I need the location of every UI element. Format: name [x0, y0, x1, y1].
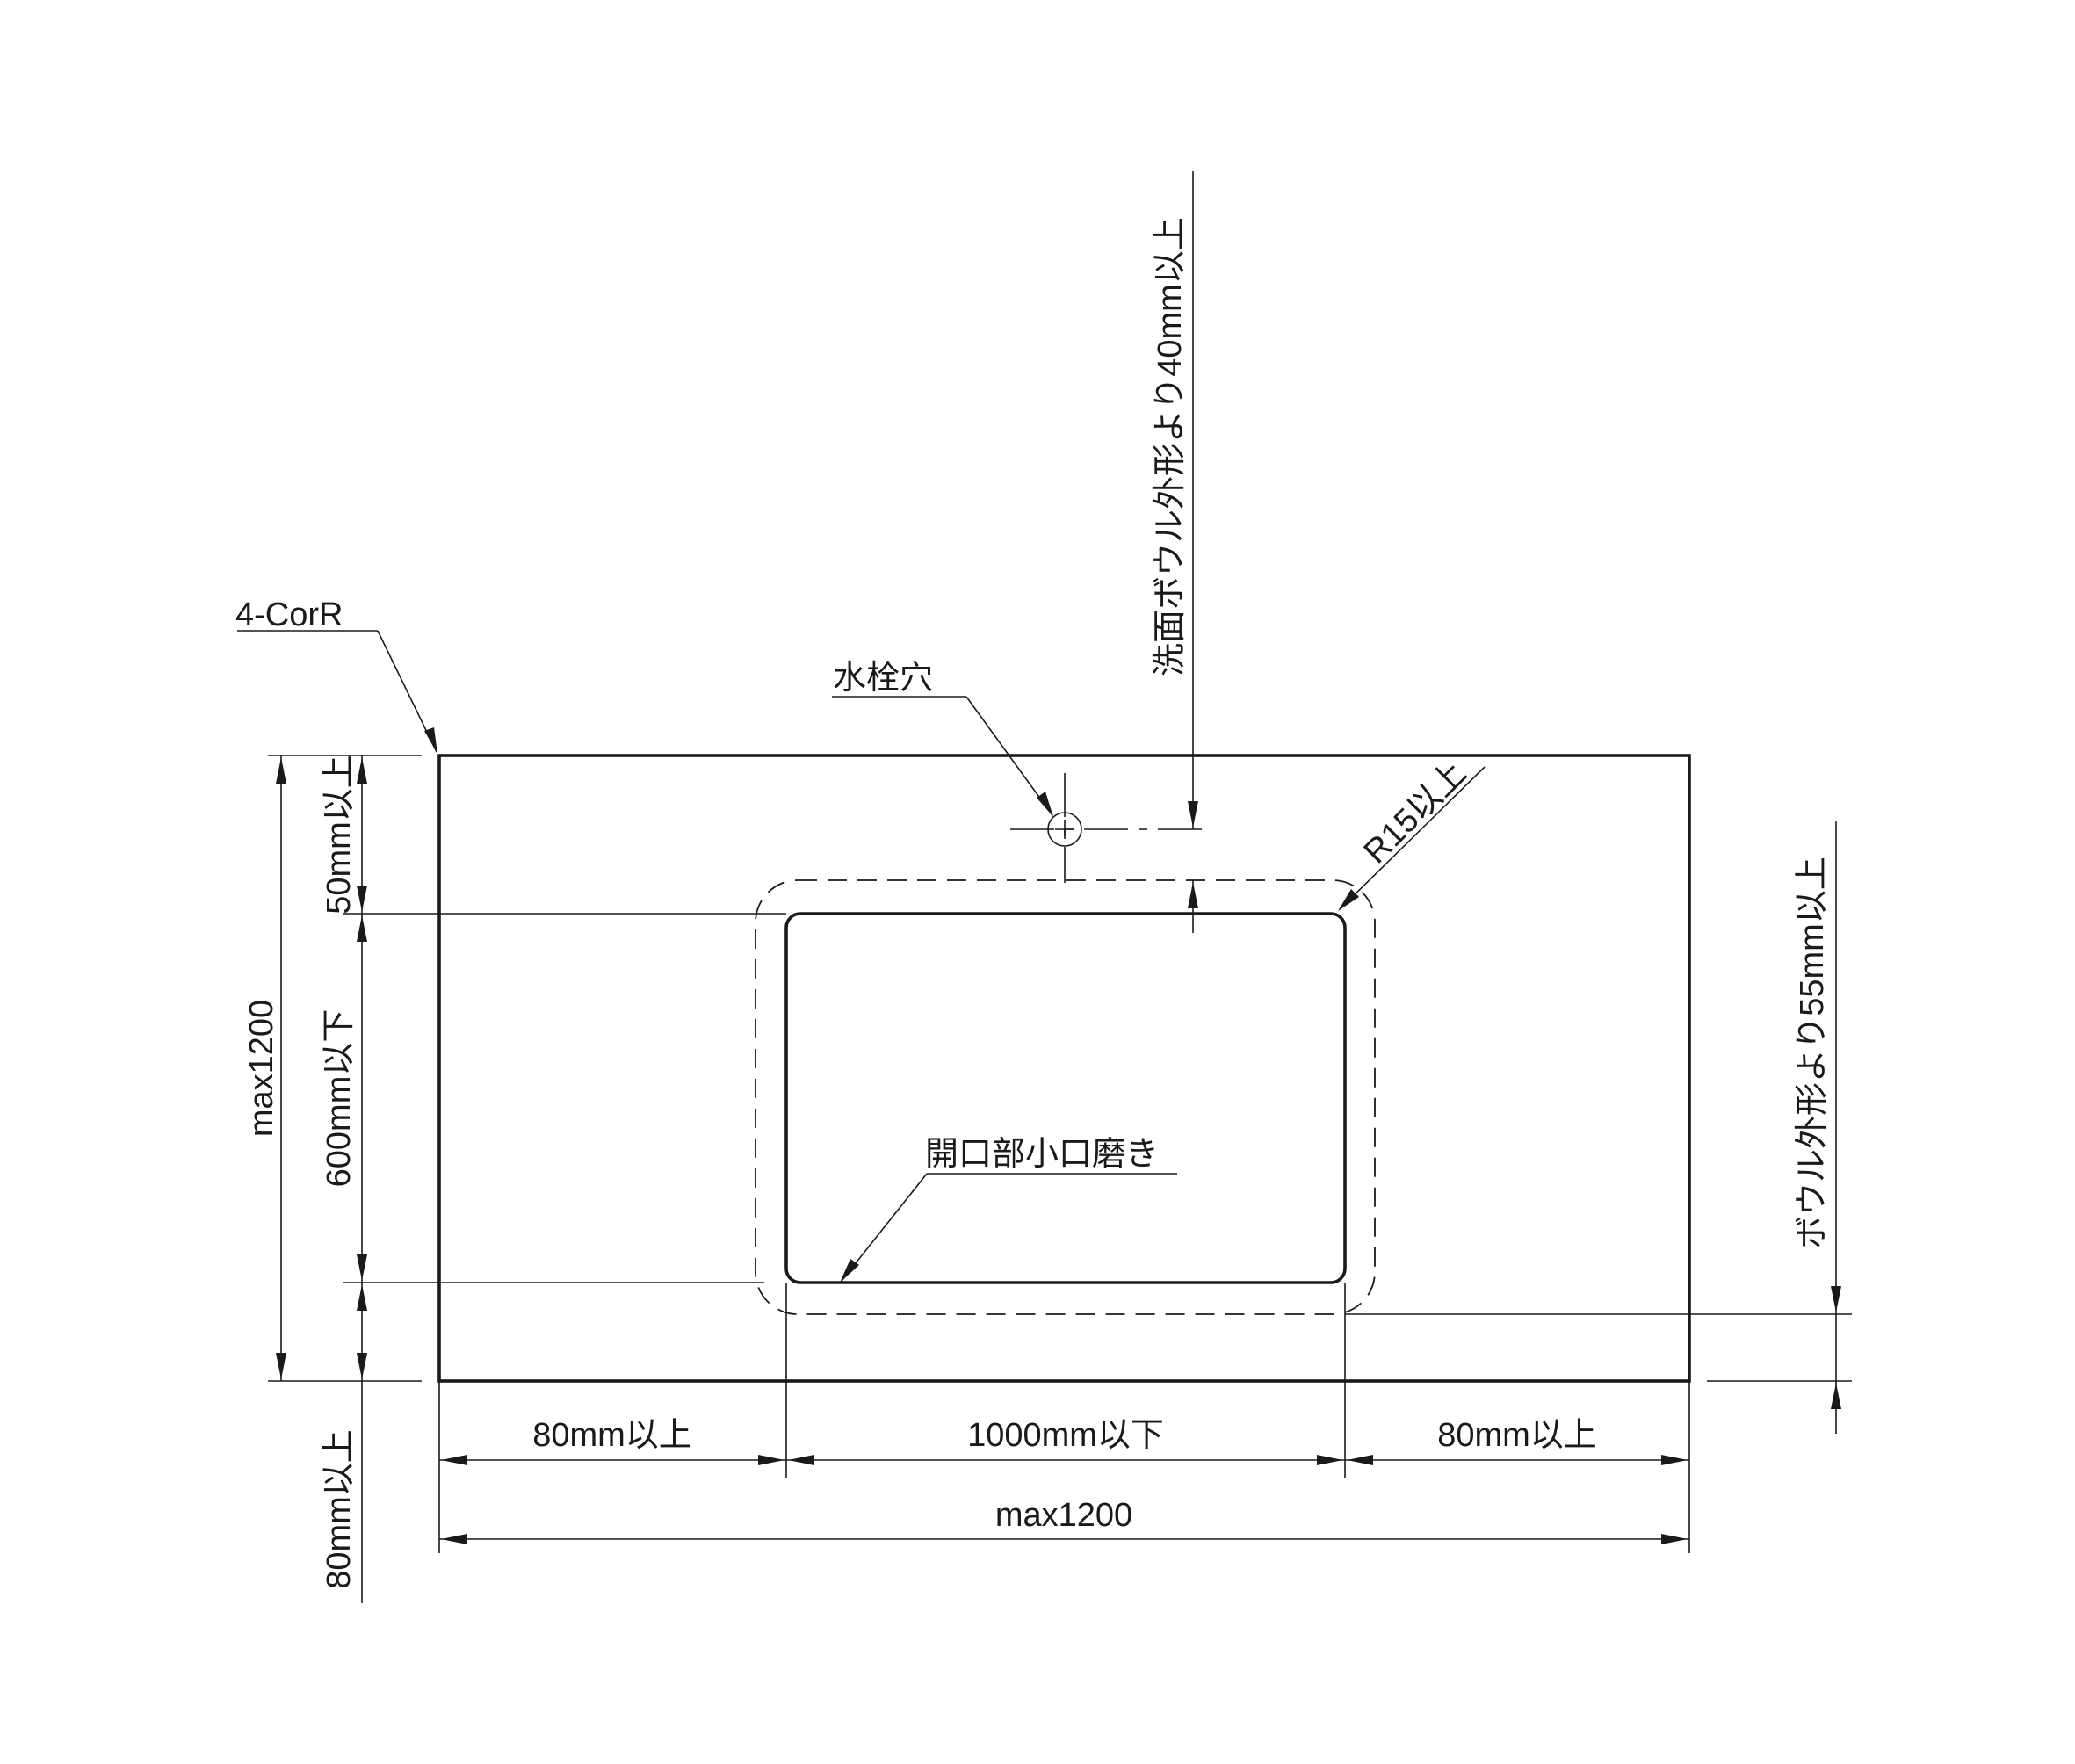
leader-corner: [237, 630, 437, 754]
dim-total-width: max1200: [995, 1497, 1132, 1534]
faucet-hole: [1010, 773, 1208, 883]
dim-bottom-margin: 80mm以上: [321, 1429, 358, 1589]
label-faucet-hole: 水栓穴: [833, 660, 933, 697]
bowl-outer-outline: [755, 879, 1376, 1315]
faucet-offset-dimension: [1188, 171, 1198, 933]
bowl-opening: [784, 912, 1347, 1284]
countertop-outline: [437, 754, 1691, 1383]
label-corner: 4-CorR: [235, 596, 343, 633]
right-dimension-lines: [1345, 821, 1852, 1434]
bottom-dimension-lines: [438, 1283, 1690, 1553]
dim-opening-depth: 600mm以下: [321, 1009, 358, 1188]
leader-edge-polish: [840, 1173, 1177, 1283]
label-bowl-offset: ボウル外形より55mm以上: [1794, 857, 1831, 1249]
left-dimension-lines: [268, 755, 786, 1603]
dim-left-margin: 80mm以上: [532, 1417, 692, 1454]
label-edge-polish: 開口部小口磨き: [925, 1136, 1159, 1173]
dim-top-margin: 50mm以上: [321, 755, 358, 915]
dim-opening-width: 1000mm以下: [967, 1417, 1164, 1454]
leader-corner-radius: [1338, 766, 1486, 911]
dim-right-margin: 80mm以上: [1437, 1417, 1597, 1454]
dim-total-depth: max1200: [243, 1000, 280, 1137]
label-faucet-offset: 洗面ボウル外形より40mm以上: [1152, 217, 1189, 676]
leader-faucet-hole: [832, 696, 1053, 817]
label-corner-radius: R15以上: [1357, 755, 1474, 871]
